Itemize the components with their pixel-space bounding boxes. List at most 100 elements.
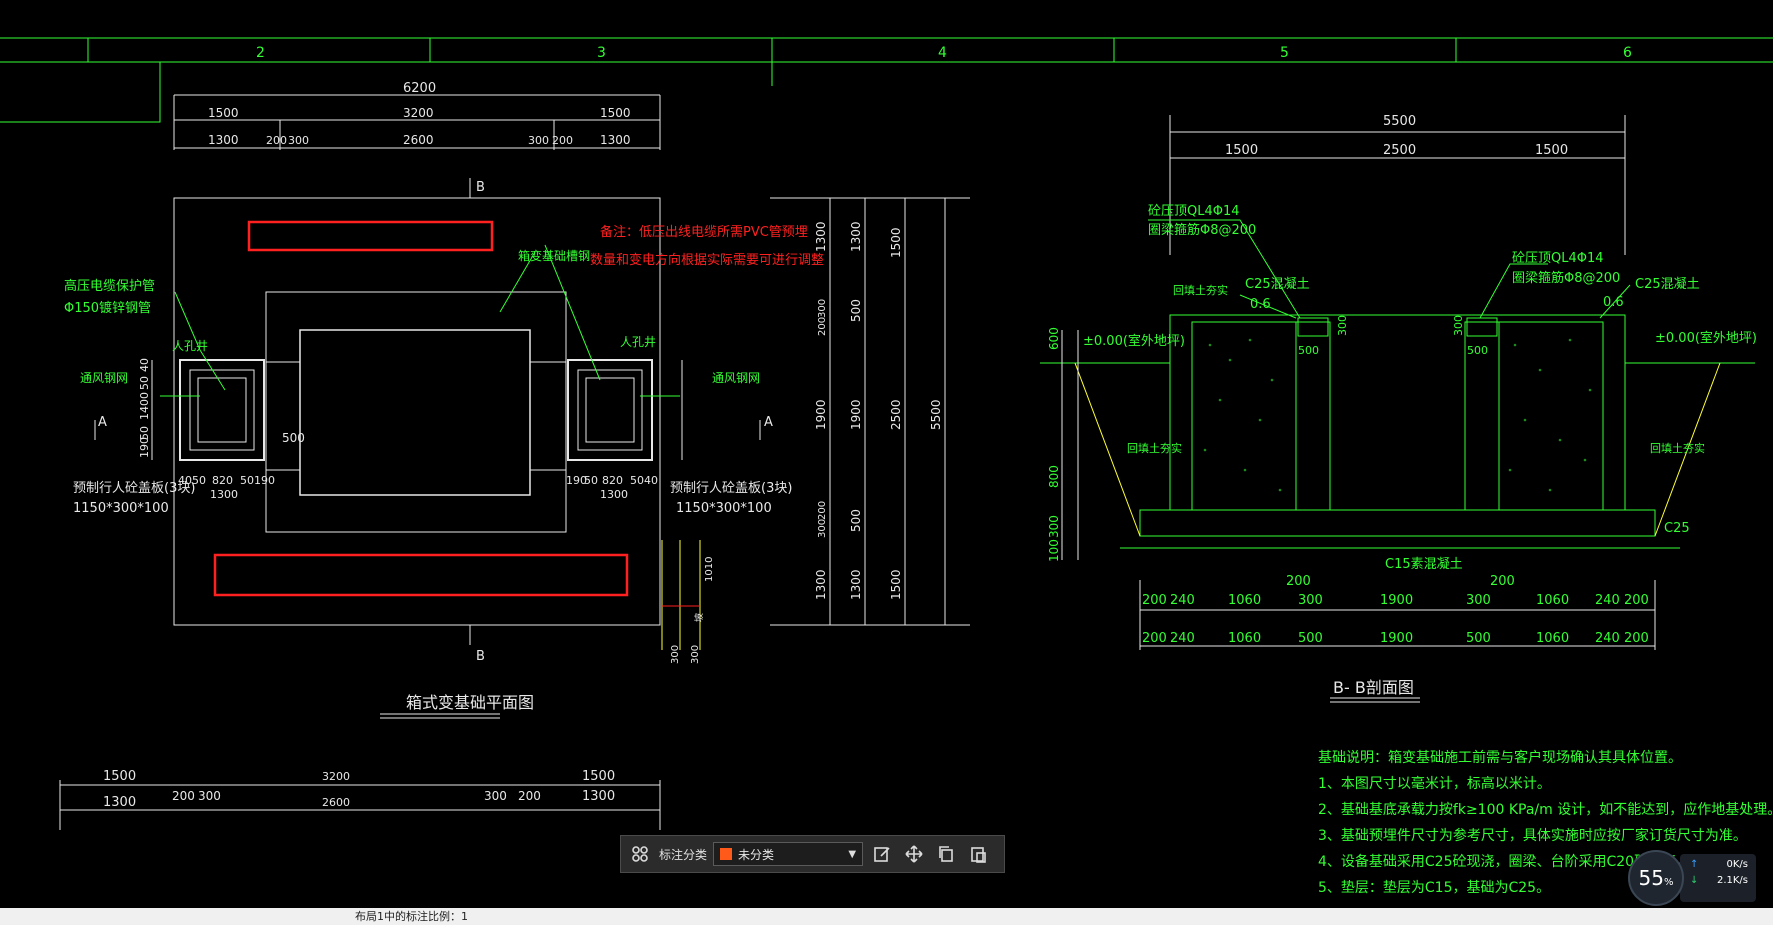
plan-label-hv-pipe-1: 高压电缆保护管 [64, 278, 155, 294]
cpu-usage-ring: 55% [1628, 850, 1684, 906]
plan-bottom-r1-2: 1500 [582, 769, 615, 784]
plan-bottom-r2-5: 200 [518, 789, 541, 803]
section-ql-right-2: 圈梁箍筋Φ8@200 [1512, 270, 1620, 286]
plan-label-manhole-right: 人孔井 [620, 335, 656, 349]
plan-pit-vert-2: 1400 [138, 392, 151, 420]
section-level-left: ±0.00(室外地坪) [1083, 333, 1185, 349]
section-view [1040, 115, 1755, 703]
plan-rv2-0: 1300 [849, 221, 863, 252]
grid-col-5: 5 [1280, 45, 1289, 61]
notes-item-3: 3、基础预埋件尺寸为参考尺寸，具体实施时应按厂家订货尺寸为准。 [1318, 827, 1747, 844]
plan-left-pit-dim-3: 50 [240, 474, 254, 487]
section-b2-6: 1060 [1536, 631, 1569, 646]
plan-rv3-0: 1500 [889, 227, 903, 258]
plan-rv-6: 1300 [814, 569, 828, 600]
notes-item-1: 1、本图尺寸以毫米计，标高以米计。 [1318, 775, 1551, 792]
plan-small-dim-3: 坡 [693, 613, 705, 622]
plan-pit-vert-0: 40 [138, 358, 151, 372]
status-text: 布局1中的标注比例：1 [355, 910, 468, 923]
plan-label-vent-right: 通风钢网 [712, 371, 760, 385]
annotation-toolbar: 标注分类 未分类 ▼ [620, 835, 1005, 873]
section-c25-side: C25 [1664, 521, 1690, 536]
plan-small-dim-0: 1010 [704, 557, 715, 582]
plan-side-mark-right: A [764, 415, 773, 430]
plan-right-pit-dim-4: 40 [644, 474, 658, 487]
section-b1-5: 300 [1466, 593, 1491, 608]
grid-layout-icon[interactable] [627, 841, 653, 867]
grid-col-2: 2 [256, 45, 265, 61]
plan-rv2-3: 500 [849, 509, 863, 532]
net-percent-unit: % [1663, 876, 1674, 888]
plan-small-dim-1: 300 [670, 645, 681, 664]
upload-arrow-icon: ↑ [1690, 859, 1699, 870]
plan-bottom-r1-1: 3200 [322, 770, 350, 783]
plan-section-mark-top: B [476, 180, 485, 195]
plan-rv-0: 1300 [814, 221, 828, 252]
plan-rv-total: 5500 [929, 399, 943, 430]
grid-col-4: 4 [938, 45, 947, 61]
plan-rv2-1: 500 [849, 299, 863, 322]
network-speed-widget[interactable]: ↑0K/s ↓2.1K/s 55% [1628, 850, 1756, 908]
plan-right-pit-dim-2: 820 [602, 474, 623, 487]
grid-col-6: 6 [1623, 45, 1632, 61]
plan-dim-r2-1: 200 [266, 134, 287, 147]
section-slope-right: 0.6 [1603, 295, 1624, 310]
paste-icon[interactable] [965, 841, 991, 867]
section-backfill-left: 回填土夯实 [1127, 441, 1182, 455]
plan-section-mark-bottom: B [476, 649, 485, 664]
plan-pit-vert-3: 50 [138, 426, 151, 440]
section-b2-2: 1060 [1228, 631, 1261, 646]
section-lv-1: 800 [1047, 465, 1061, 488]
section-title: B- B剖面图 [1333, 678, 1414, 697]
move-icon[interactable] [901, 841, 927, 867]
net-upload: 0K/s [1726, 859, 1749, 870]
plan-view [59, 94, 970, 830]
section-row1-2: 1500 [1535, 143, 1568, 158]
section-ql-left-1: 砼压顶QL4Φ14 [1148, 204, 1240, 219]
plan-left-pit-total: 1300 [210, 488, 238, 501]
section-row1-0: 1500 [1225, 143, 1258, 158]
plan-dim-overall: 6200 [403, 81, 436, 96]
plan-label-cover-left-2: 1150*300*100 [73, 501, 169, 516]
section-lv-3: 100 [1047, 539, 1061, 562]
plan-small-dim-2: 300 [690, 645, 701, 664]
chevron-down-icon: ▼ [848, 848, 857, 860]
section-slope-left: 0.6 [1250, 297, 1271, 312]
section-b1-6: 1060 [1536, 593, 1569, 608]
net-speed-panel: ↑0K/s ↓2.1K/s [1680, 854, 1756, 902]
section-overall: 5500 [1383, 114, 1416, 129]
plan-note-line2: 数量和变电方向根据实际需要可进行调整 [590, 252, 824, 268]
plan-title: 箱式变基础平面图 [406, 693, 534, 712]
plan-left-pit-dim-0: 40 [178, 474, 192, 487]
notes-item-4: 4、设备基础采用C25砼现浇，圈梁、台阶采用C20砼现浇。 [1318, 853, 1690, 870]
plan-note-line1: 备注：低压出线电缆所需PVC管预埋 [600, 224, 808, 240]
section-ql-left-2: 圈梁箍筋Φ8@200 [1148, 222, 1256, 238]
plan-rv-2: 200 [817, 317, 828, 336]
section-b2-7: 240 [1595, 631, 1620, 646]
plan-bottom-r2-6: 1300 [582, 789, 615, 804]
plan-label-cover-left-1: 预制行人砼盖板(3块) [73, 481, 195, 496]
section-backfill-top: 回填土夯实 [1173, 283, 1228, 297]
plan-dim-r2-0: 1300 [208, 133, 239, 147]
plan-dim-r2-3: 2600 [403, 133, 434, 147]
section-b1-3: 300 [1298, 593, 1323, 608]
plan-rv-5: 300 [817, 519, 828, 538]
plan-bottom-r2-4: 300 [484, 789, 507, 803]
plan-label-hv-pipe-2: Φ150镀锌钢管 [64, 300, 151, 316]
plan-rv2-4: 1300 [849, 569, 863, 600]
edit-icon[interactable] [869, 841, 895, 867]
copy-icon[interactable] [933, 841, 959, 867]
category-value: 未分类 [738, 847, 775, 862]
plan-dim-r1-0: 1500 [208, 106, 239, 120]
plan-dim-500: 500 [282, 431, 305, 445]
plan-label-vent-left: 通风钢网 [80, 371, 128, 385]
category-color-swatch [720, 848, 733, 860]
plan-dim-r1-2: 1500 [600, 106, 631, 120]
grid-header [0, 37, 1773, 123]
category-select[interactable]: 未分类 ▼ [713, 842, 864, 866]
section-b2-5: 500 [1466, 631, 1491, 646]
section-bottom-mid-0: 200 [1286, 574, 1311, 589]
section-dim-500-l: 500 [1298, 344, 1319, 357]
plan-rv-3: 1900 [814, 399, 828, 430]
